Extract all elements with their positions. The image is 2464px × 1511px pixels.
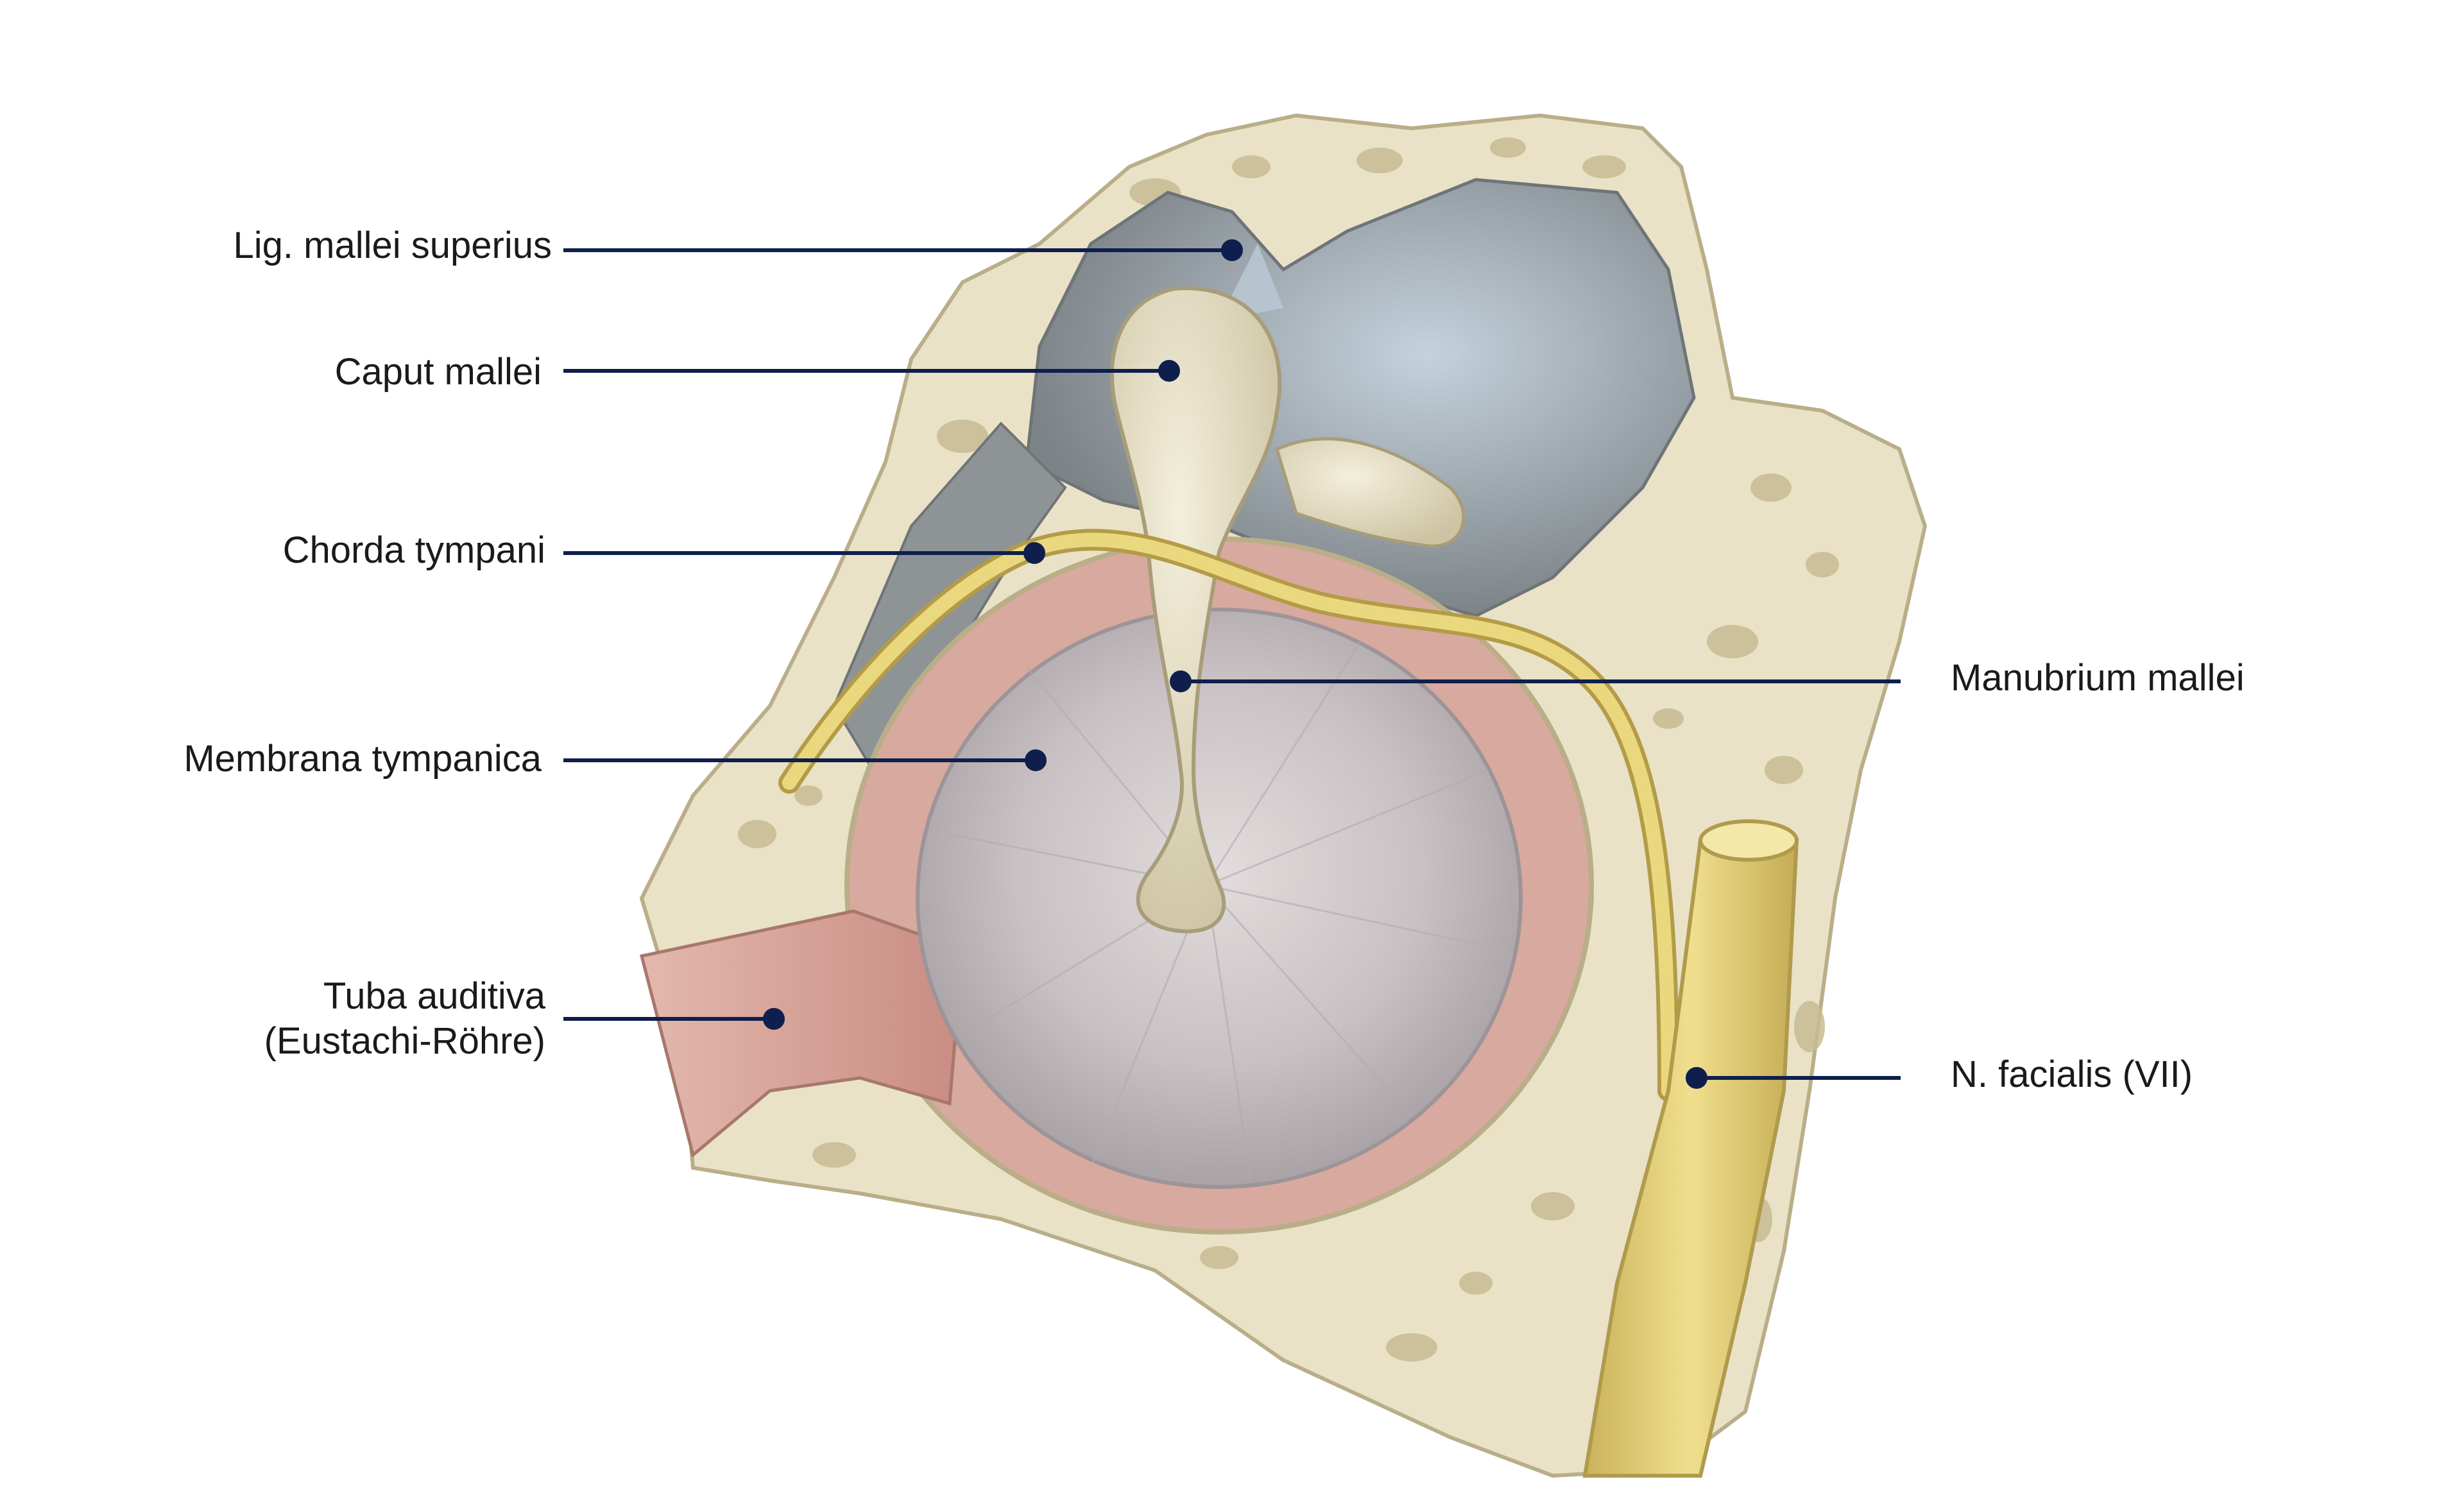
leader-dot-caput — [1158, 360, 1180, 382]
label-tuba-auditiva: Tuba auditiva (Eustachi-Röhre) — [264, 974, 545, 1063]
chorda-tympani-highlight — [782, 533, 1675, 1098]
label-tuba-auditiva-line1: Tuba auditiva — [323, 975, 545, 1017]
leader-dot-lig-mallei — [1221, 239, 1243, 261]
label-caput-mallei: Caput mallei — [334, 351, 542, 393]
label-tuba-auditiva-line2: (Eustachi-Röhre) — [264, 1020, 545, 1062]
leader-dot-manubrium — [1170, 670, 1192, 692]
label-manubrium-mallei: Manubrium mallei — [1951, 657, 2245, 699]
tuba-auditiva-shape — [639, 909, 964, 1158]
label-lig-mallei-superius: Lig. mallei superius — [233, 225, 552, 266]
label-chorda-tympani: Chorda tympani — [282, 529, 545, 571]
n-facialis-cut-end — [1698, 819, 1799, 862]
n-facialis-shape — [1582, 839, 1799, 1478]
label-membrana-tympanica: Membrana tympanica — [184, 738, 542, 780]
leader-lines — [563, 239, 1901, 1089]
malleus-shape — [1109, 286, 1282, 934]
label-n-facialis: N. facialis (VII) — [1951, 1054, 2193, 1095]
leader-dot-facialis — [1686, 1067, 1707, 1089]
leader-dot-chorda — [1023, 542, 1045, 564]
incus-shape — [1274, 437, 1466, 548]
leader-dot-membrana — [1025, 749, 1047, 771]
leader-dot-tuba — [763, 1008, 785, 1030]
